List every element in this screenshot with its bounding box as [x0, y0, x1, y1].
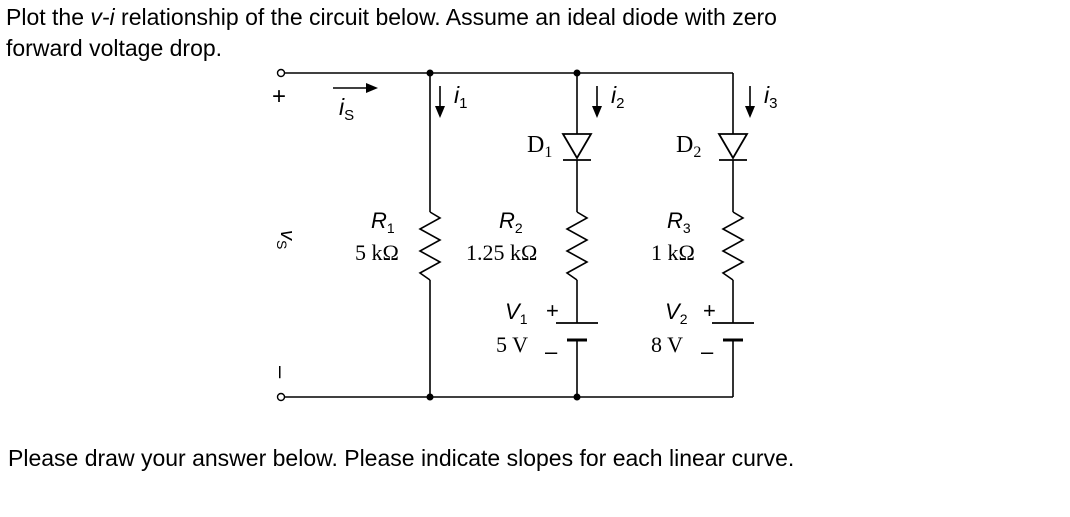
v2-minus-sign: – — [701, 339, 714, 364]
d2-label: D2 — [676, 132, 701, 161]
i2-arrow-icon — [592, 86, 602, 118]
resistor-r2-icon — [565, 211, 589, 281]
terminal-minus-sign: – — [269, 366, 294, 379]
i1-label: i1 — [454, 82, 467, 112]
r3-label: R3 — [667, 208, 691, 236]
v2-plus-sign: + — [703, 298, 716, 323]
v1-minus-sign: – — [545, 339, 558, 364]
diode-d1-icon — [561, 133, 593, 161]
i3-label: i3 — [764, 82, 777, 112]
junction-top-1 — [426, 69, 434, 77]
terminal-bottom — [276, 392, 286, 402]
problem-text-part1: Plot the — [6, 4, 91, 30]
vi-label: v-i — [90, 4, 115, 30]
r1-value: 5 kΩ — [355, 240, 399, 265]
v2-label: V2 — [665, 299, 688, 327]
resistor-r3-icon — [721, 211, 745, 281]
battery-v1-icon — [556, 322, 598, 342]
terminal-plus-sign: + — [272, 83, 286, 110]
resistor-r1-icon — [418, 211, 442, 281]
problem-text-part2: relationship of the circuit below. Assum… — [114, 4, 777, 30]
r3-value: 1 kΩ — [651, 240, 695, 265]
v1-value: 5 V — [496, 332, 528, 357]
terminal-top — [276, 68, 286, 78]
v2-value: 8 V — [651, 332, 683, 357]
v1-plus-sign: + — [546, 298, 559, 323]
r2-value: 1.25 kΩ — [466, 240, 537, 265]
problem-statement: Plot the v-i relationship of the circuit… — [6, 2, 1006, 64]
r2-label: R2 — [499, 208, 523, 236]
is-label: iS — [339, 94, 354, 124]
junction-top-2 — [573, 69, 581, 77]
v1-label: V1 — [505, 299, 528, 327]
junction-bottom-1 — [426, 393, 434, 401]
problem-text-line2: forward voltage drop. — [6, 35, 223, 61]
circuit-wires — [283, 72, 734, 398]
battery-v2-icon — [712, 322, 754, 342]
junction-bottom-2 — [573, 393, 581, 401]
footer-instruction: Please draw your answer below. Please in… — [8, 445, 795, 471]
i1-arrow-icon — [435, 86, 445, 118]
r1-label: R1 — [371, 208, 395, 236]
is-arrow-icon — [333, 83, 378, 93]
diode-d2-icon — [717, 133, 749, 161]
d1-label: D1 — [527, 132, 552, 161]
i2-label: i2 — [611, 82, 624, 112]
i3-arrow-icon — [745, 86, 755, 118]
source-voltage-label: vS — [274, 230, 298, 249]
